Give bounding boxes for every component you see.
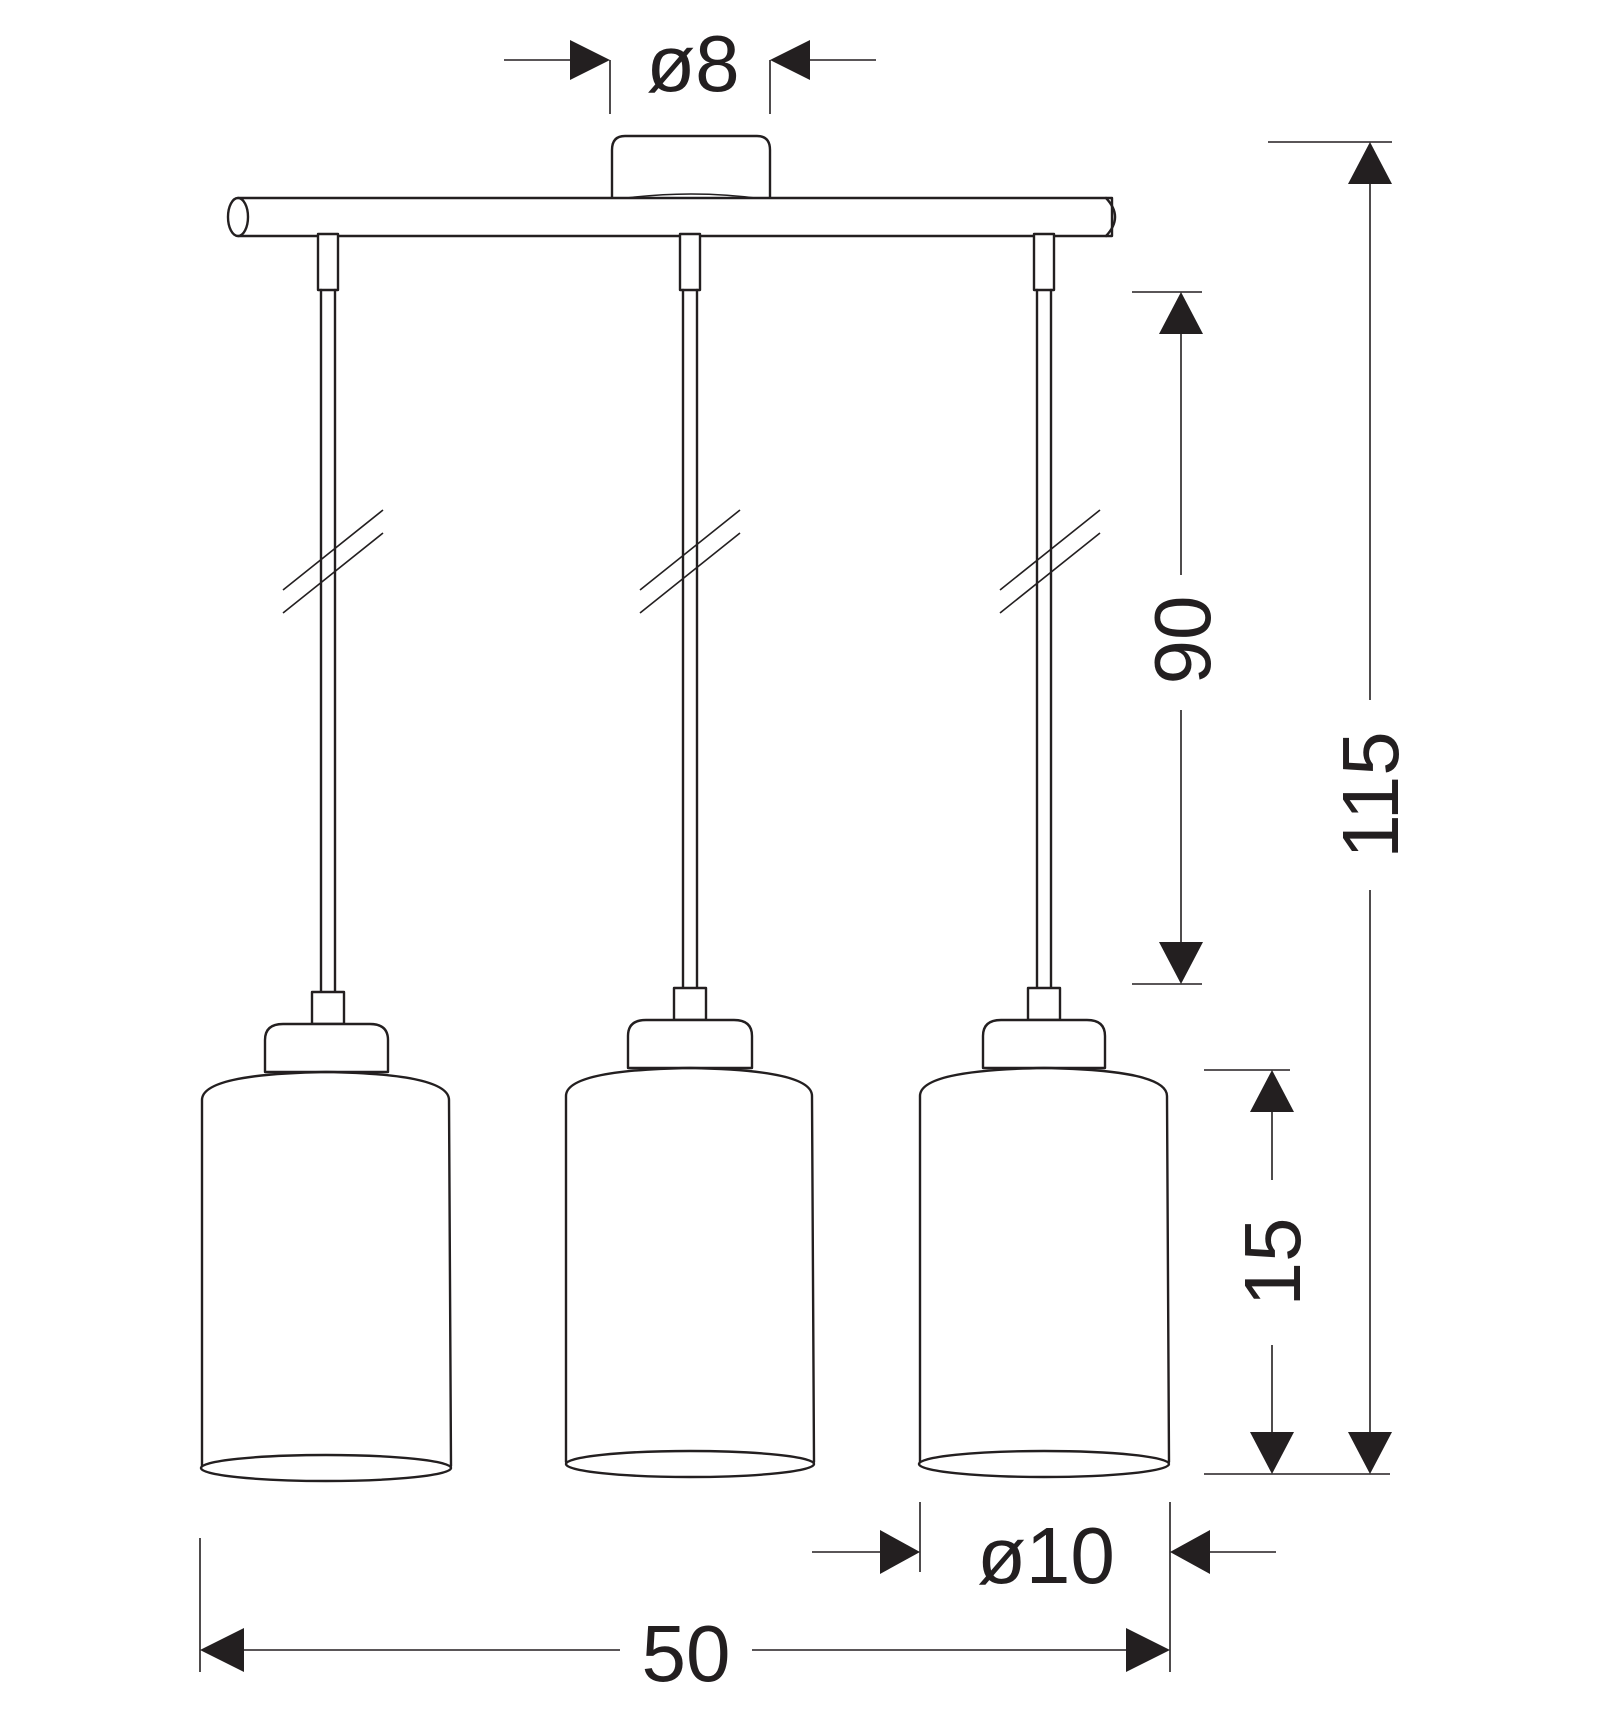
mounting-bar	[226, 196, 1117, 238]
shade-height-label: 15	[1228, 1218, 1317, 1307]
arrow-up-icon	[1348, 142, 1392, 184]
pendant-left	[199, 232, 453, 1483]
arrow-right-icon	[1126, 1628, 1170, 1672]
cable-break-mark	[639, 509, 741, 614]
cable-length-label: 90	[1138, 596, 1227, 685]
fixture	[199, 134, 1171, 1483]
canopy-diameter-label: ø8	[646, 19, 739, 108]
cable-break-mark	[999, 509, 1101, 614]
arrow-left-icon	[200, 1628, 244, 1672]
arrow-up-icon	[1250, 1070, 1294, 1112]
arrow-down-icon	[1159, 942, 1203, 984]
arrow-right-icon	[880, 1530, 920, 1574]
arrow-left-icon	[770, 40, 810, 80]
total-width-label: 50	[642, 1609, 731, 1698]
arrow-down-icon	[1250, 1432, 1294, 1474]
arrow-up-icon	[1159, 292, 1203, 334]
arrow-right-icon	[570, 40, 610, 80]
pendant-middle	[564, 232, 816, 1479]
pendant-right	[917, 232, 1171, 1479]
cable-break-mark	[282, 509, 384, 614]
ceiling-canopy	[610, 134, 772, 208]
dimension-canopy-diameter: ø8	[504, 19, 876, 114]
dimension-cable-length: 90	[1132, 291, 1227, 985]
arrow-down-icon	[1348, 1432, 1392, 1474]
shade-diameter-label: ø10	[977, 1511, 1115, 1600]
dimension-total-width: 50	[199, 1538, 1170, 1698]
total-height-label: 115	[1326, 731, 1415, 859]
dimension-shade-diameter: ø10	[812, 1502, 1276, 1672]
arrow-left-icon	[1170, 1530, 1210, 1574]
dimension-shade-height: 15	[1204, 1069, 1390, 1475]
dimension-total-height: 115	[1268, 141, 1415, 1474]
